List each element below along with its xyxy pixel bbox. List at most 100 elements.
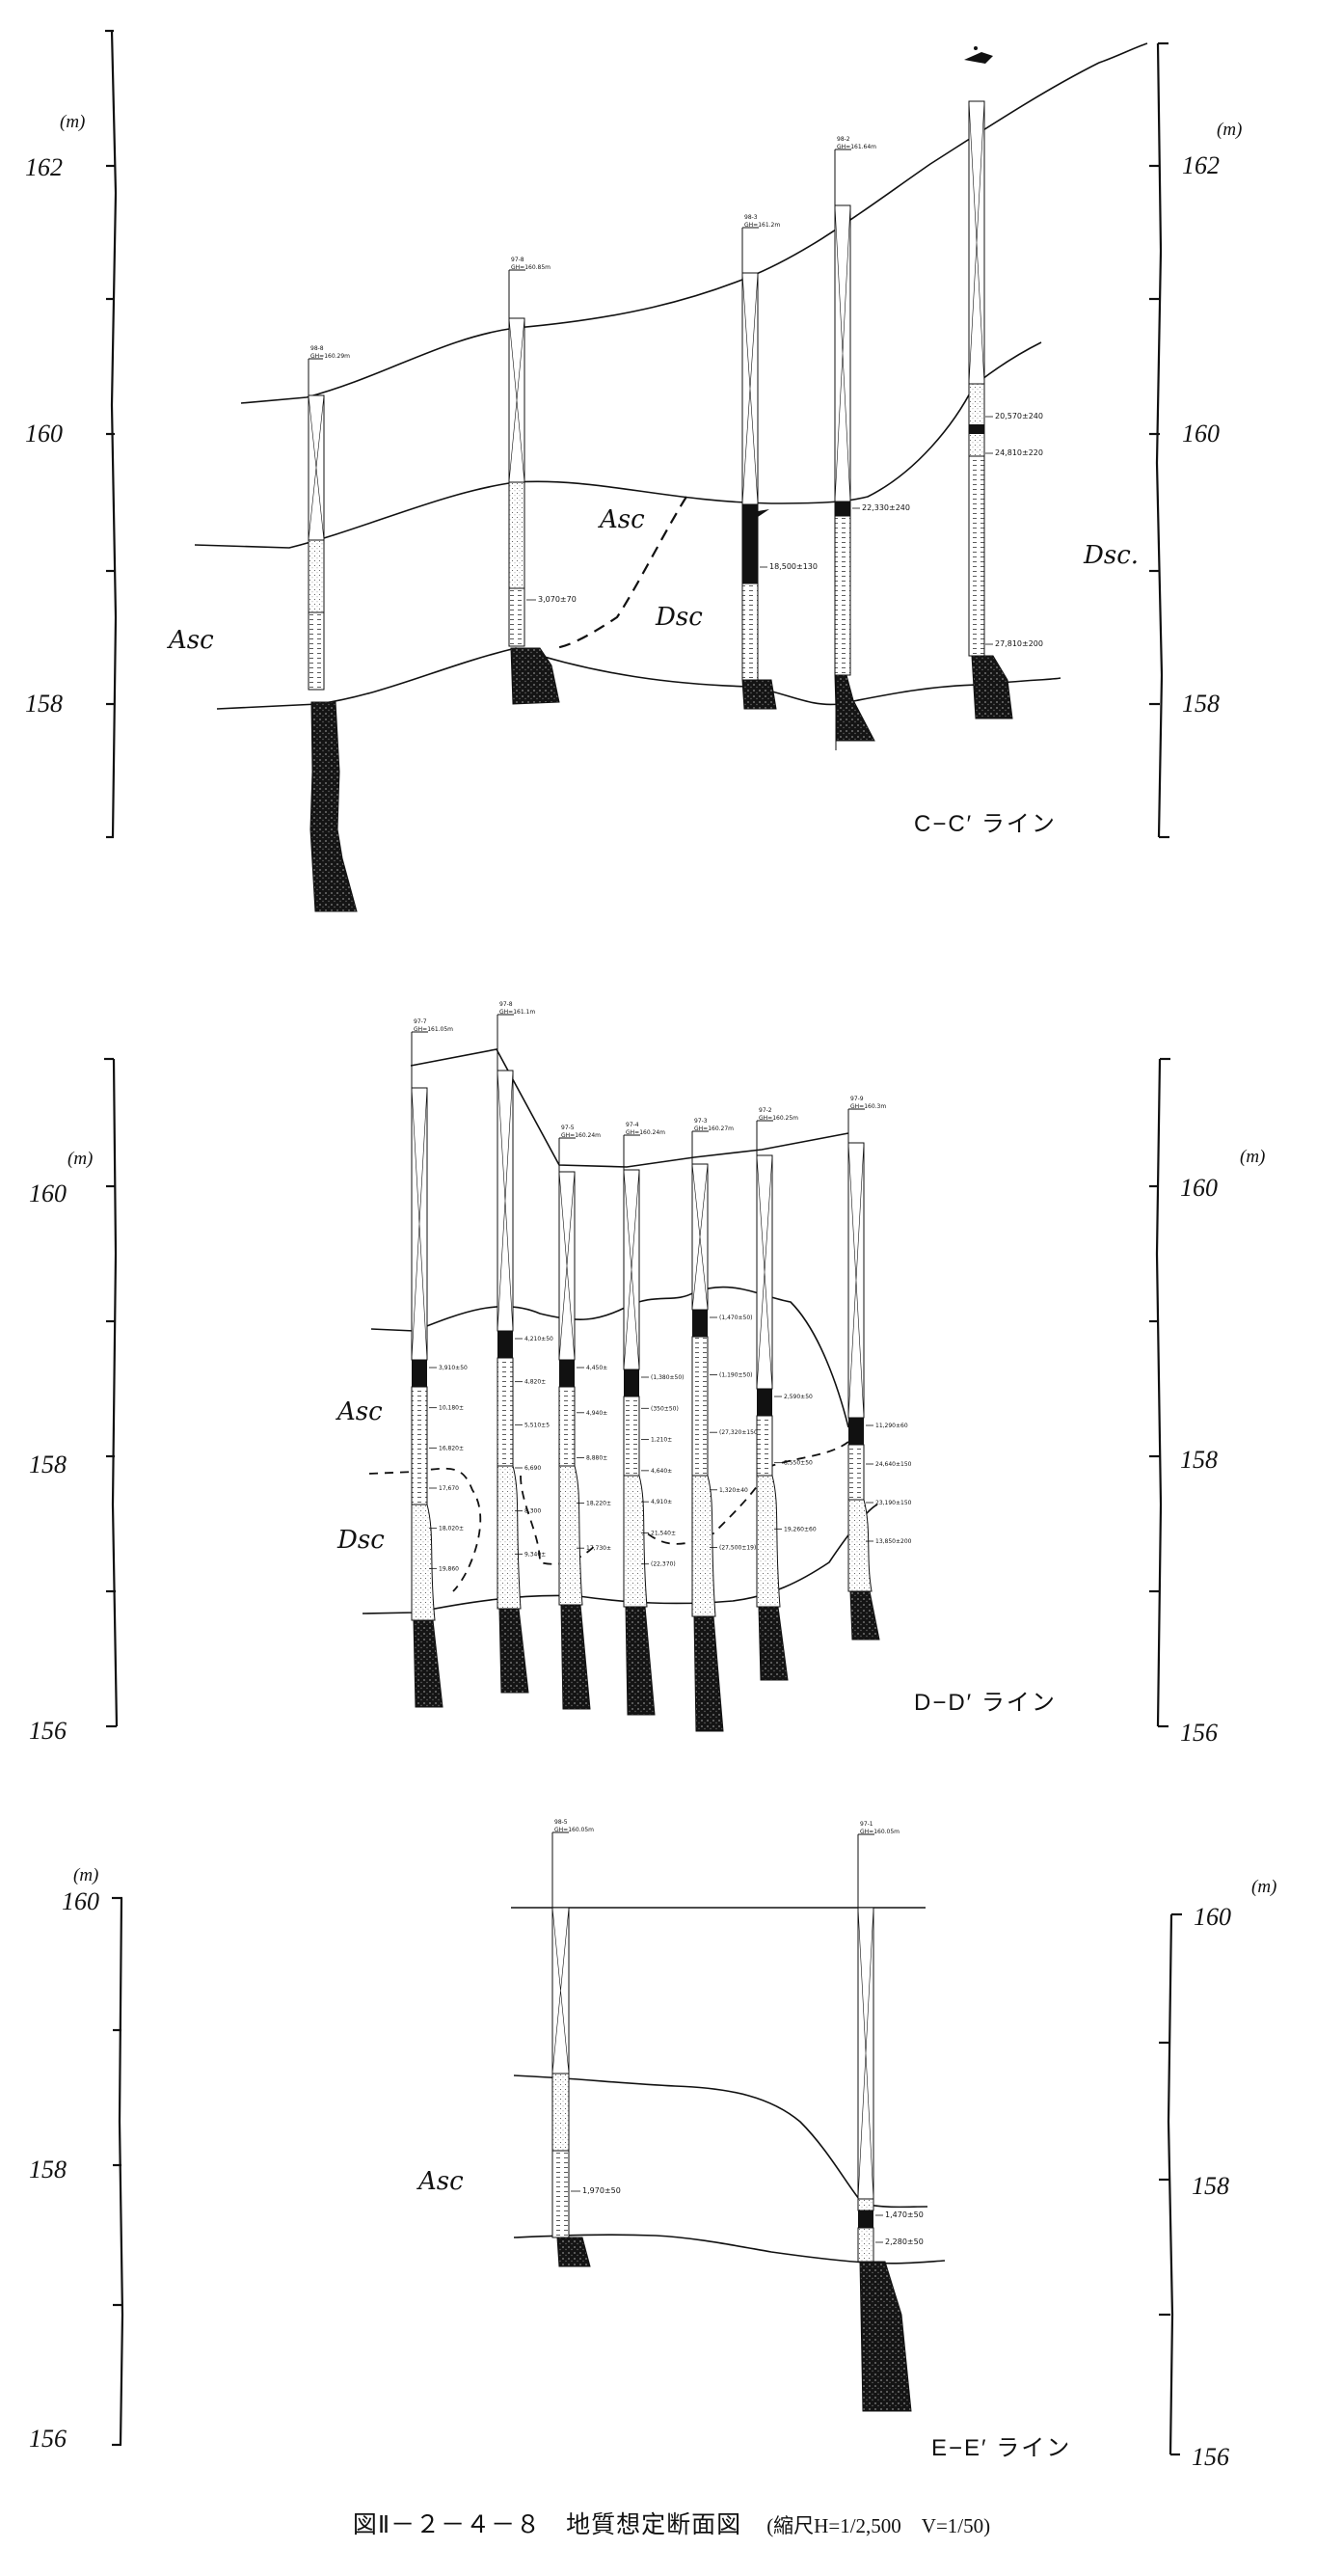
borehole-gh: GH=161.64m [837, 144, 876, 150]
tick-158-left: 158 [29, 2156, 67, 2183]
date-label: 19,260±60 [784, 1526, 817, 1532]
date-label: 24,640±150 [875, 1461, 912, 1468]
date-label: 20,570±240 [995, 412, 1043, 420]
core-peat [624, 1369, 639, 1396]
date-label: 4,640± [651, 1468, 672, 1475]
tick-158-left: 158 [25, 690, 63, 718]
caption-title: 図Ⅱ－２－４－８ 地質想定断面図 [352, 2510, 742, 2538]
tick-160-left: 160 [62, 1887, 99, 1915]
left-axis [104, 1057, 119, 1728]
tick-158-right: 158 [1180, 1446, 1218, 1474]
core-cross [558, 1171, 576, 1361]
right-axis [1149, 41, 1169, 839]
borehole-gh: GH=161.1m [499, 1009, 535, 1016]
date-label: 17,730± [586, 1545, 611, 1552]
core-cross [847, 1142, 865, 1419]
date-label: 24,810±220 [995, 448, 1043, 457]
date-label: (1,380±50) [651, 1374, 685, 1381]
figure-caption: 図Ⅱ－２－４－８ 地質想定断面図(縮尺H=1/2,500 V=1/50) [0, 2506, 1343, 2540]
core-cross [411, 1087, 428, 1361]
tick-156-left: 156 [29, 2425, 67, 2453]
borehole-id: 97-1 [860, 1821, 873, 1828]
core-peat [559, 1360, 575, 1387]
date-label: 4,210±50 [524, 1336, 553, 1342]
borehole-97-1: 97-1 GH=160.05m 1,470±50 2,280±50 [857, 1821, 924, 2412]
layer-asc: Asc [416, 2167, 464, 2196]
date-label: 1,320±40 [719, 1487, 748, 1494]
core-gravel [625, 1606, 656, 1716]
core-clay [497, 1357, 514, 1467]
borehole-gh: GH=160.05m [554, 1827, 594, 1833]
borehole-98-4: 97-8 GH=160.85m 3,070±70 [508, 257, 577, 705]
unit-left: (m) [73, 1865, 98, 1885]
date-label: 8,550±50 [784, 1460, 813, 1467]
layer-asc-left: Asc [167, 626, 214, 655]
date-label: 4,910± [651, 1499, 672, 1505]
date-label: 1,470±50 [885, 2210, 924, 2219]
core-gravel [758, 1606, 789, 1681]
date-label: 4,820± [524, 1379, 546, 1386]
borehole-id: 98-2 [837, 136, 850, 143]
date-label: 22,330±240 [862, 503, 910, 512]
unit-left: (m) [60, 112, 85, 132]
tick-162-right: 162 [1182, 151, 1220, 179]
borehole-98-5: 98-5 GH=160.05m 1,970±50 [551, 1819, 621, 2267]
borehole-gh: GH=161.2m [744, 222, 780, 229]
date-label: 3,070±70 [538, 595, 577, 604]
tick-160-left: 160 [29, 1180, 67, 1207]
date-label: 3,910±50 [439, 1365, 468, 1371]
tick-156-right: 156 [1192, 2443, 1229, 2471]
borehole-gh: GH=160.25m [759, 1115, 798, 1122]
date-label: (27,320±150) [719, 1429, 760, 1436]
borehole-gh: GH=160.27m [694, 1125, 734, 1132]
core-peat [497, 1331, 513, 1358]
core-peat [757, 1389, 772, 1416]
date-label: 18,020± [439, 1526, 464, 1532]
borehole-gh: GH=160.05m [860, 1829, 900, 1835]
core-sand [558, 1465, 583, 1606]
date-label: 2,280±50 [885, 2237, 924, 2246]
borehole-id: 97-5 [561, 1125, 575, 1131]
core-clay [691, 1336, 709, 1477]
tick-160-right: 160 [1182, 420, 1220, 447]
layer-dsc-right: Dsc. [1083, 541, 1139, 570]
borehole-98-2: 98-2 GH=161.64m 22,330±240 [834, 136, 910, 750]
tick-162-left: 162 [25, 153, 63, 181]
date-label: 2,590±50 [784, 1394, 813, 1400]
borehole-gh: GH=160.85m [511, 264, 551, 271]
geologic-section-figure: (m) 162 160 158 (m) 162 160 158 Asc Asc … [25, 29, 1276, 2471]
date-label: 9,340± [524, 1551, 546, 1558]
tick-160-right: 160 [1180, 1174, 1218, 1202]
unit-right: (m) [1240, 1147, 1265, 1167]
borehole-id: 98-8 [310, 345, 324, 352]
layer-asc: Asc [336, 1397, 383, 1426]
date-label: (1,190±50) [719, 1372, 753, 1379]
core-gravel [498, 1608, 529, 1694]
borehole-id: 97-8 [499, 1001, 513, 1008]
tick-156-right: 156 [1180, 1719, 1218, 1747]
borehole-id: 97-9 [850, 1096, 864, 1102]
date-label: 16,820± [439, 1445, 464, 1451]
core-clay [623, 1396, 640, 1477]
date-label: 10,180± [439, 1405, 464, 1412]
borehole-id: 97-3 [694, 1118, 708, 1125]
borehole-id: 97-2 [759, 1107, 772, 1114]
right-axis [1159, 1912, 1182, 2456]
line-label-c: C−C′ ライン [914, 811, 1057, 837]
borehole-97-4: 97-4GH=160.24m(1,380±50)(350±50)1,210±4,… [623, 1122, 685, 1716]
tick-156-left: 156 [29, 1717, 67, 1745]
borehole-98-3: 98-3 GH=161.2m 18,500±130 [741, 214, 818, 710]
line-label-d: D−D′ ライン [914, 1690, 1057, 1716]
date-label: 18,220± [586, 1500, 611, 1506]
core-clay [756, 1415, 773, 1477]
core-sand [847, 1499, 873, 1592]
unit-left: (m) [67, 1149, 93, 1169]
core-clay [558, 1386, 576, 1467]
borehole-gh: GH=160.3m [850, 1103, 886, 1110]
borehole-id: 97-4 [626, 1122, 639, 1128]
d-boreholes: 97-7GH=161.05m3,910±5010,180±16,820±17,6… [411, 1001, 912, 1732]
core-cross [691, 1163, 709, 1311]
borehole-id: 97-7 [414, 1018, 427, 1025]
left-axis [105, 29, 118, 839]
tick-158-right: 158 [1182, 690, 1220, 718]
